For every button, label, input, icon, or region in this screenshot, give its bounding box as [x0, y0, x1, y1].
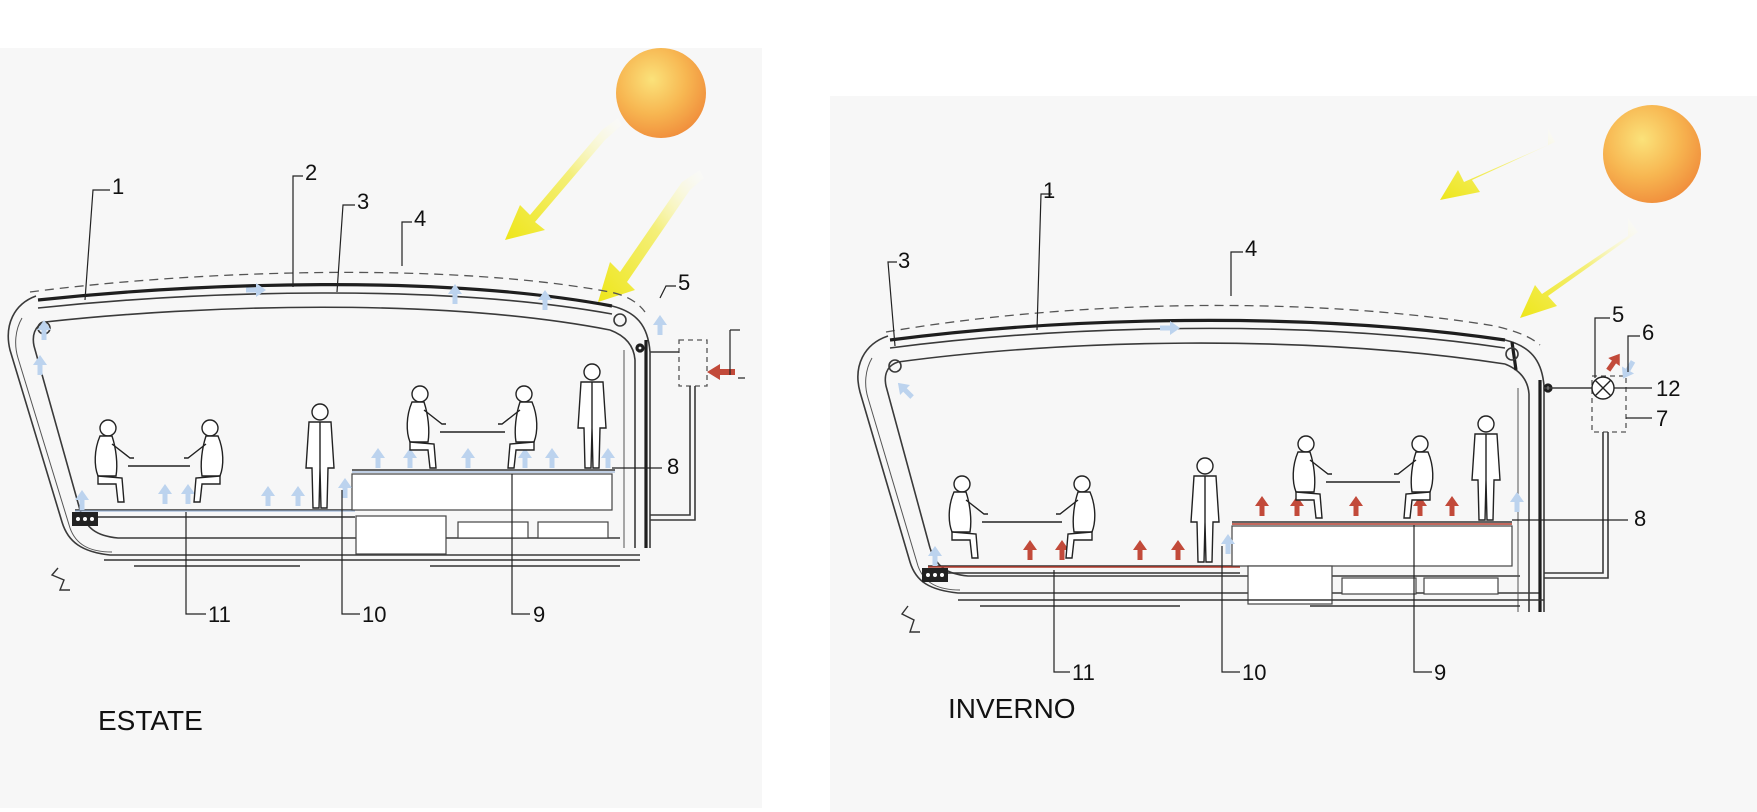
callout-10: 10 [1242, 660, 1266, 685]
callout-6: 6 [1642, 320, 1654, 345]
callout-11: 11 [1072, 660, 1095, 685]
callout-leaders [84, 175, 676, 615]
callout-4: 4 [1245, 236, 1257, 261]
callout-5: 5 [1612, 302, 1624, 327]
callout-1: 1 [112, 174, 124, 199]
callout-9: 9 [1434, 660, 1446, 685]
callout-5: 5 [678, 270, 690, 295]
callout-leaders [887, 193, 1652, 673]
callout-9: 9 [533, 602, 545, 627]
callout-2: 2 [305, 160, 317, 185]
floor-vent-grille [72, 512, 98, 526]
sun-icon [1603, 105, 1701, 203]
callout-12: 12 [1656, 376, 1680, 401]
callout-11: 11 [208, 602, 231, 627]
callout-10: 10 [362, 602, 386, 627]
sun-icon [616, 48, 706, 138]
callout-4: 4 [414, 206, 426, 231]
callout-8: 8 [1634, 506, 1646, 531]
callout-3: 3 [357, 189, 369, 214]
season-label-summer: ESTATE [98, 705, 203, 736]
floor-vent-grille [922, 568, 948, 582]
winter-panel: 3 1 4 5 6 12 7 8 9 10 11 INVERNO [830, 96, 1757, 812]
callout-7: 7 [1656, 406, 1668, 431]
occupants [948, 415, 1501, 563]
callout-3: 3 [898, 248, 910, 273]
sunbeam-arrows [505, 118, 704, 302]
summer-panel: 1 2 3 4 5 8 9 10 11 ESTATE [0, 48, 762, 808]
sunbeam-arrows [1440, 128, 1638, 318]
occupants [94, 363, 607, 509]
warm-air-intake-arrow [707, 364, 735, 380]
season-label-winter: INVERNO [948, 693, 1076, 724]
callout-8: 8 [667, 454, 679, 479]
callout-1: 1 [1043, 178, 1055, 203]
